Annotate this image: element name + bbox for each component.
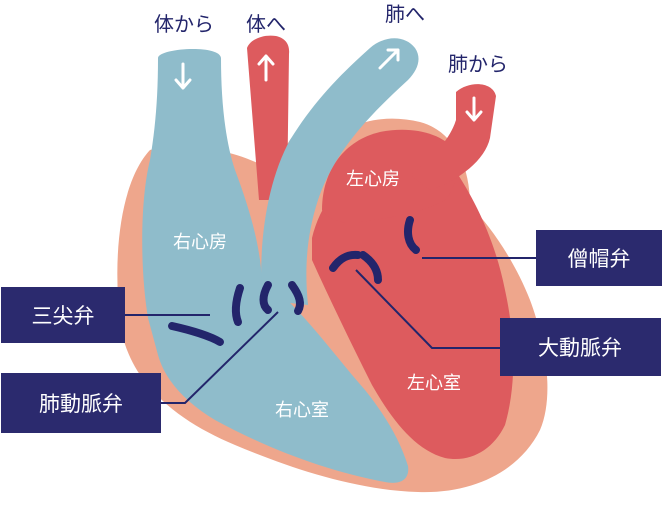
label-mitral: 僧帽弁 [568, 247, 631, 271]
label-pulmonary: 肺動脈弁 [39, 392, 123, 416]
aortic-valve-shape-right [359, 251, 382, 284]
tricuspid-label-box [1, 287, 125, 343]
leader-pulmonary [160, 311, 279, 404]
aortic-label-box [500, 318, 661, 376]
mitral-valve-shape [404, 216, 420, 254]
pulmonary-valve-shape-left [259, 281, 272, 314]
label-to-body: 体へ [246, 12, 286, 36]
label-tricuspid: 三尖弁 [32, 304, 95, 328]
tricuspid-valve-shape-lower [168, 322, 224, 346]
right-heart-region [142, 48, 409, 483]
label-left-atrium: 左心房 [346, 169, 400, 190]
label-from-body: 体から [154, 12, 214, 36]
arrow-up-to-lungs-icon [378, 48, 400, 70]
leader-aortic [355, 269, 502, 349]
left-atrium-region [322, 129, 458, 223]
pulmonary-artery [261, 38, 419, 305]
label-right-ventricle: 右心室 [275, 400, 329, 421]
aorta [247, 35, 290, 201]
pulmonary-label-box [1, 373, 161, 433]
leader-lines [125, 257, 540, 404]
arrow-up-to-body-icon [257, 54, 275, 82]
left-ventricle-region [312, 155, 514, 460]
pulmonary-valve-shape-right [288, 281, 304, 315]
mitral-label-box [536, 230, 662, 286]
label-from-lungs: 肺から [448, 52, 508, 76]
valve-strokes [168, 216, 420, 346]
aortic-valve-shape-left [329, 250, 362, 272]
tricuspid-valve-shape [231, 284, 244, 326]
arrow-down-from-lungs-icon [465, 96, 483, 122]
label-right-atrium: 右心房 [173, 232, 227, 253]
label-left-ventricle: 左心室 [407, 373, 461, 394]
flow-arrows [174, 48, 483, 122]
label-to-lungs: 肺へ [385, 2, 425, 26]
arrow-down-from-body-icon [174, 62, 192, 90]
label-aortic: 大動脈弁 [538, 336, 622, 360]
